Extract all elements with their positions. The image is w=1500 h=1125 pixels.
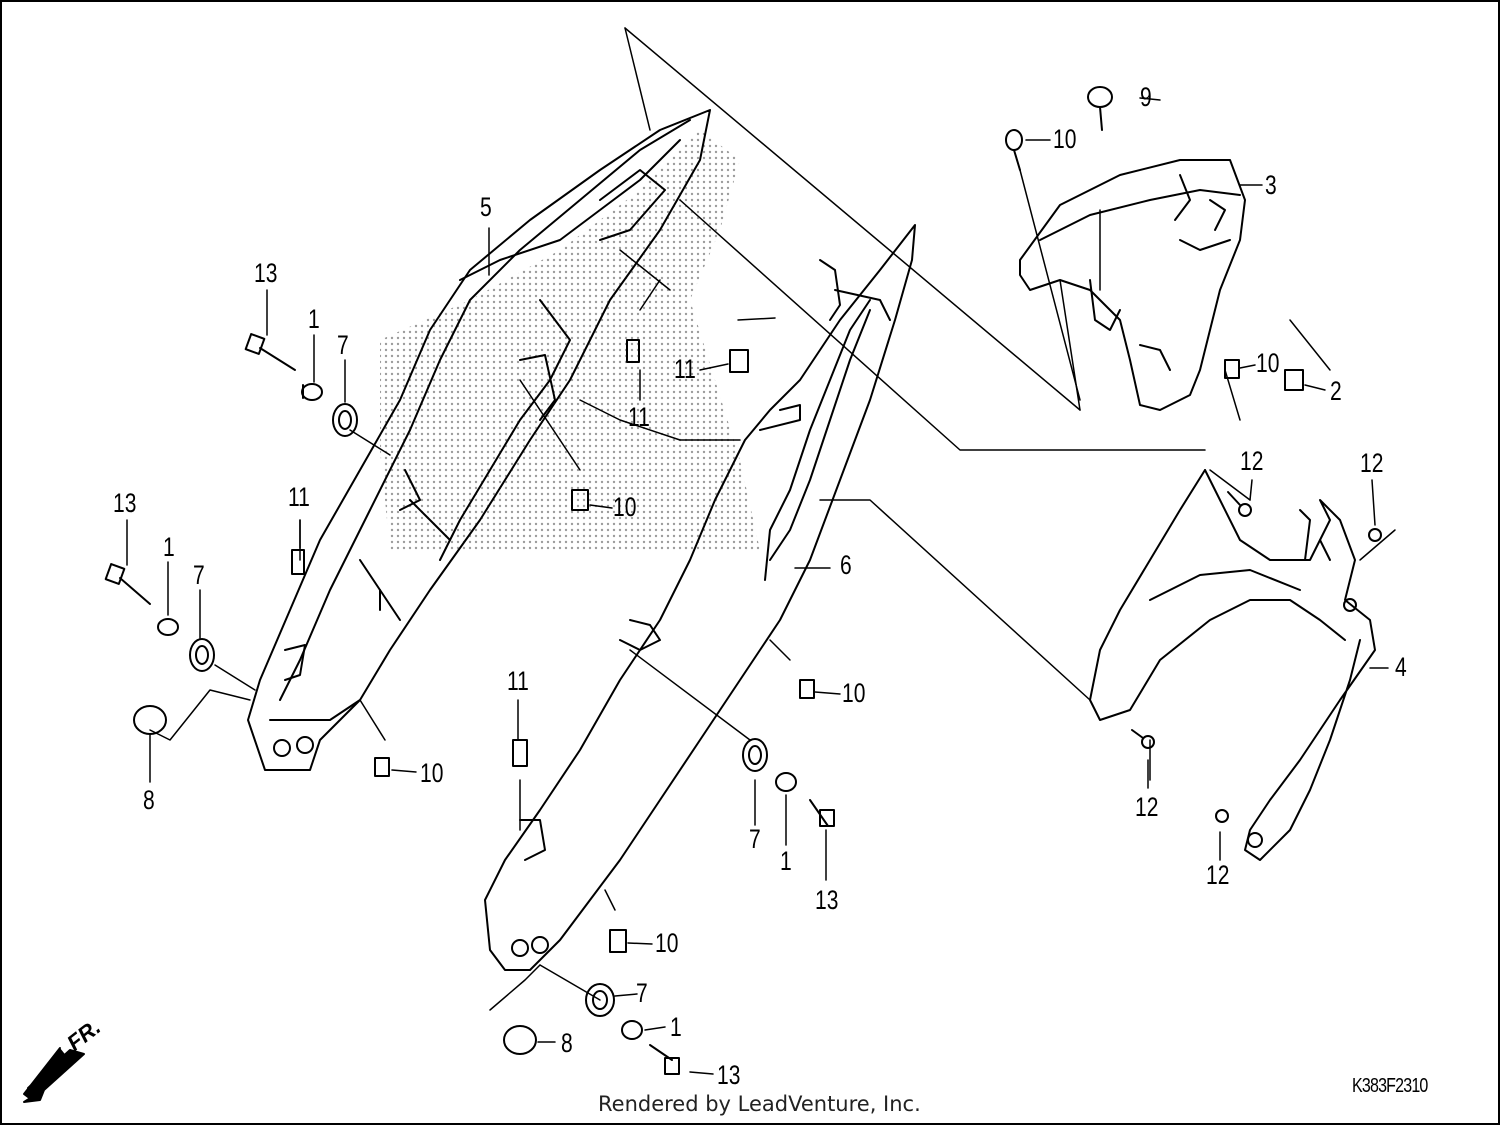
callout-part-13: 13 bbox=[113, 488, 137, 518]
part-3-rear-center-cover bbox=[1019, 159, 1246, 411]
screw-icon bbox=[1227, 491, 1252, 517]
screw-icon bbox=[1215, 809, 1229, 823]
clip-nut-icon bbox=[626, 339, 640, 363]
bolt-icon bbox=[244, 333, 296, 371]
screw-icon bbox=[1131, 729, 1155, 749]
callout-part-6: 6 bbox=[840, 550, 852, 580]
callout-part-11: 11 bbox=[288, 482, 310, 512]
callout-part-13: 13 bbox=[815, 885, 839, 915]
screw-icon bbox=[1368, 528, 1382, 542]
callout-part-10: 10 bbox=[1256, 348, 1280, 378]
clip-nut-icon bbox=[1224, 359, 1240, 379]
grommet-icon bbox=[332, 403, 358, 437]
footer-credit: Rendered by LeadVenture, Inc. bbox=[598, 1092, 921, 1116]
callout-part-7: 7 bbox=[636, 978, 648, 1008]
collar-icon bbox=[301, 383, 323, 401]
callout-part-1: 1 bbox=[780, 846, 792, 876]
callout-part-12: 12 bbox=[1240, 446, 1264, 476]
clip-nut-icon bbox=[571, 489, 589, 511]
bolt-icon bbox=[809, 799, 835, 827]
bolt-icon bbox=[104, 563, 151, 605]
callout-part-5: 5 bbox=[480, 192, 492, 222]
callout-part-11: 11 bbox=[507, 666, 529, 696]
rubber-mount-icon bbox=[133, 705, 167, 735]
callout-part-1: 1 bbox=[670, 1012, 682, 1042]
rubber-mount-icon bbox=[503, 1025, 537, 1055]
callout-part-1: 1 bbox=[308, 304, 320, 334]
callout-part-8: 8 bbox=[143, 785, 155, 815]
collar-icon bbox=[775, 772, 797, 792]
collar-icon bbox=[157, 618, 179, 636]
callout-part-13: 13 bbox=[254, 258, 278, 288]
part-5-left-side-cover bbox=[247, 109, 711, 771]
callout-part-7: 7 bbox=[337, 330, 349, 360]
clip-nut-icon bbox=[1284, 369, 1304, 391]
callout-part-8: 8 bbox=[561, 1028, 573, 1058]
screw-icon bbox=[1087, 86, 1113, 131]
callout-part-7: 7 bbox=[749, 824, 761, 854]
callout-part-3: 3 bbox=[1265, 170, 1277, 200]
clip-nut-icon bbox=[729, 349, 749, 373]
diagram-code: K383F2310 bbox=[1352, 1075, 1428, 1097]
grommet-icon bbox=[585, 983, 615, 1017]
clip-nut-icon bbox=[1005, 129, 1023, 171]
clip-nut-icon bbox=[799, 679, 815, 699]
callout-part-4: 4 bbox=[1395, 652, 1407, 682]
callout-part-10: 10 bbox=[420, 758, 444, 788]
callout-leaders bbox=[126, 97, 1389, 1075]
clip-nut-icon bbox=[374, 757, 390, 777]
callout-part-7: 7 bbox=[193, 560, 205, 590]
callout-part-12: 12 bbox=[1206, 860, 1230, 890]
part-4-rear-lower-cover bbox=[1089, 469, 1376, 861]
callout-part-1: 1 bbox=[163, 532, 175, 562]
callout-part-10: 10 bbox=[613, 492, 637, 522]
callout-part-13: 13 bbox=[717, 1060, 741, 1090]
grommet-icon bbox=[189, 638, 215, 672]
callout-part-10: 10 bbox=[842, 678, 866, 708]
callout-part-10: 10 bbox=[655, 928, 679, 958]
callout-part-9: 9 bbox=[1140, 82, 1152, 112]
clip-nut-icon bbox=[512, 739, 528, 767]
part-6-right-side-cover bbox=[484, 224, 916, 971]
collar-icon bbox=[621, 1020, 643, 1040]
callout-part-11: 11 bbox=[674, 354, 696, 384]
callout-part-12: 12 bbox=[1360, 448, 1384, 478]
clip-nut-icon bbox=[291, 549, 305, 575]
callout-part-12: 12 bbox=[1135, 792, 1159, 822]
callout-part-11: 11 bbox=[628, 402, 650, 432]
callout-part-2: 2 bbox=[1330, 376, 1342, 406]
reference-lines bbox=[149, 27, 1396, 1011]
front-direction-arrow-icon bbox=[23, 1047, 85, 1103]
callout-part-10: 10 bbox=[1053, 124, 1077, 154]
hardware bbox=[104, 86, 1382, 1075]
grommet-icon bbox=[742, 738, 768, 772]
clip-nut-icon bbox=[609, 929, 627, 953]
bolt-icon bbox=[649, 1044, 680, 1075]
